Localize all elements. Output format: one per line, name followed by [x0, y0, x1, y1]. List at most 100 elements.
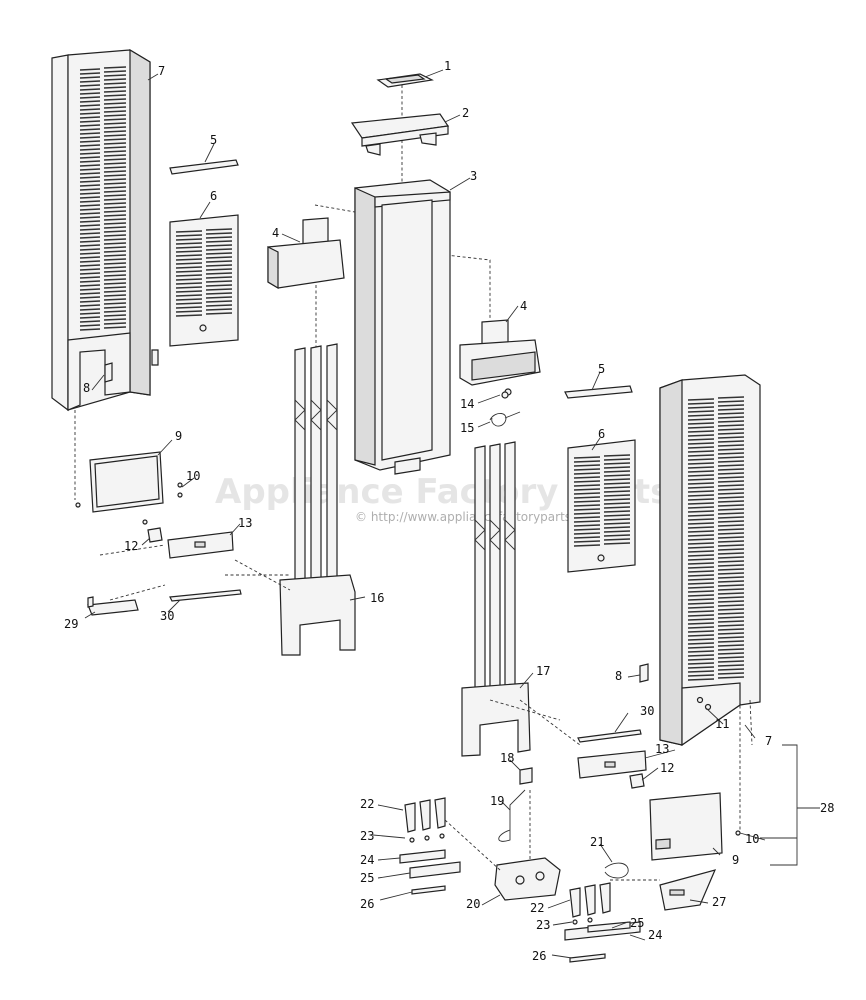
louver-slat: [717, 632, 745, 635]
louver-slat: [103, 126, 127, 129]
part-3-center-column: [354, 179, 451, 475]
louver-slat: [603, 542, 631, 545]
louver-slat: [687, 566, 715, 569]
louver-slat: [103, 78, 127, 81]
louver-slat: [205, 312, 233, 315]
louver-slat: [687, 462, 715, 465]
callout-16: 16: [370, 591, 384, 605]
louver-slat: [103, 138, 127, 141]
louver-slat: [175, 262, 203, 265]
louver-slat: [687, 478, 715, 481]
louver-slat: [103, 226, 127, 229]
louver-slat: [603, 506, 631, 509]
part-30-rail-right: [577, 729, 642, 743]
louver-slat: [103, 314, 127, 317]
louver-slat: [79, 292, 101, 295]
louver-slat: [687, 654, 715, 657]
louver-slat: [573, 488, 601, 491]
callout-25-left: 25: [360, 871, 374, 885]
louver-slat: [79, 328, 101, 331]
louver-slat: [687, 514, 715, 517]
louver-slat: [573, 476, 601, 479]
louver-slat: [103, 282, 127, 285]
louver-slat: [103, 210, 127, 213]
louver-slat: [573, 480, 601, 483]
louver-slat: [103, 194, 127, 197]
louver-slat: [103, 154, 127, 157]
louver-slat: [717, 668, 745, 671]
louver-slat: [687, 630, 715, 633]
louver-slat: [205, 292, 233, 295]
louver-slat: [79, 308, 101, 311]
callout-12-left: 12: [124, 539, 138, 553]
louver-slat: [717, 612, 745, 615]
louver-slat: [717, 432, 745, 435]
louver-slat: [103, 322, 127, 325]
louver-slat: [103, 262, 127, 265]
callout-27: 27: [712, 895, 726, 909]
louver-slat: [717, 576, 745, 579]
louver-slat: [687, 538, 715, 541]
louver-slat: [103, 202, 127, 205]
louver-slat: [103, 186, 127, 189]
louver-slat: [205, 260, 233, 263]
louver-slat: [79, 260, 101, 263]
louver-slat: [175, 266, 203, 269]
callout-30-right: 30: [640, 704, 654, 718]
part-5-bar-left: [169, 159, 239, 175]
louver-slat: [573, 524, 601, 527]
callout-4-right: 4: [520, 299, 527, 313]
louver-slat: [103, 82, 127, 85]
louver-slat: [717, 440, 745, 443]
louver-slat: [103, 218, 127, 221]
louver-slat: [79, 232, 101, 235]
louver-slat: [175, 314, 203, 317]
louver-slat: [103, 146, 127, 149]
louver-slat: [603, 534, 631, 537]
louver-slat: [717, 396, 745, 399]
louver-slat: [79, 224, 101, 227]
part-14-fitting: [501, 391, 509, 399]
louver-slat: [573, 516, 601, 519]
louver-slat: [687, 598, 715, 601]
callout-13-left: 13: [238, 516, 252, 530]
part-23-orifices-right: [572, 917, 593, 925]
louver-slat: [79, 228, 101, 231]
louver-slat: [79, 296, 101, 299]
louver-slat: [717, 532, 745, 535]
louver-slat: [79, 180, 101, 183]
louver-slat: [79, 200, 101, 203]
louver-slat: [717, 580, 745, 583]
louver-slat: [717, 564, 745, 567]
callout-28: 28: [820, 801, 834, 815]
louver-slat: [603, 526, 631, 529]
louver-slat: [103, 130, 127, 133]
louver-slat: [103, 74, 127, 77]
louver-slat: [175, 238, 203, 241]
louver-slat: [103, 178, 127, 181]
louver-slat: [79, 240, 101, 243]
louver-slat: [79, 108, 101, 111]
louver-slat: [205, 272, 233, 275]
louver-slat: [175, 298, 203, 301]
louver-slat: [717, 644, 745, 647]
part-8-bracket-left: [104, 349, 159, 383]
louver-slat: [103, 230, 127, 233]
louver-slat: [573, 532, 601, 535]
louver-slat: [573, 544, 601, 547]
louver-slat: [103, 286, 127, 289]
louver-slat: [103, 170, 127, 173]
part-27-cover-plate: [659, 869, 717, 911]
louver-slat: [103, 270, 127, 273]
callout-29: 29: [64, 617, 78, 631]
callout-12-right: 12: [660, 761, 674, 775]
louver-slat: [79, 188, 101, 191]
louver-slat: [79, 124, 101, 127]
louver-slat: [717, 512, 745, 515]
louver-slat: [79, 68, 101, 71]
part-1-top-vent-cap: [376, 73, 434, 88]
louver-slat: [573, 456, 601, 459]
louver-slat: [687, 422, 715, 425]
louver-slat: [687, 498, 715, 501]
louver-slat: [103, 294, 127, 297]
